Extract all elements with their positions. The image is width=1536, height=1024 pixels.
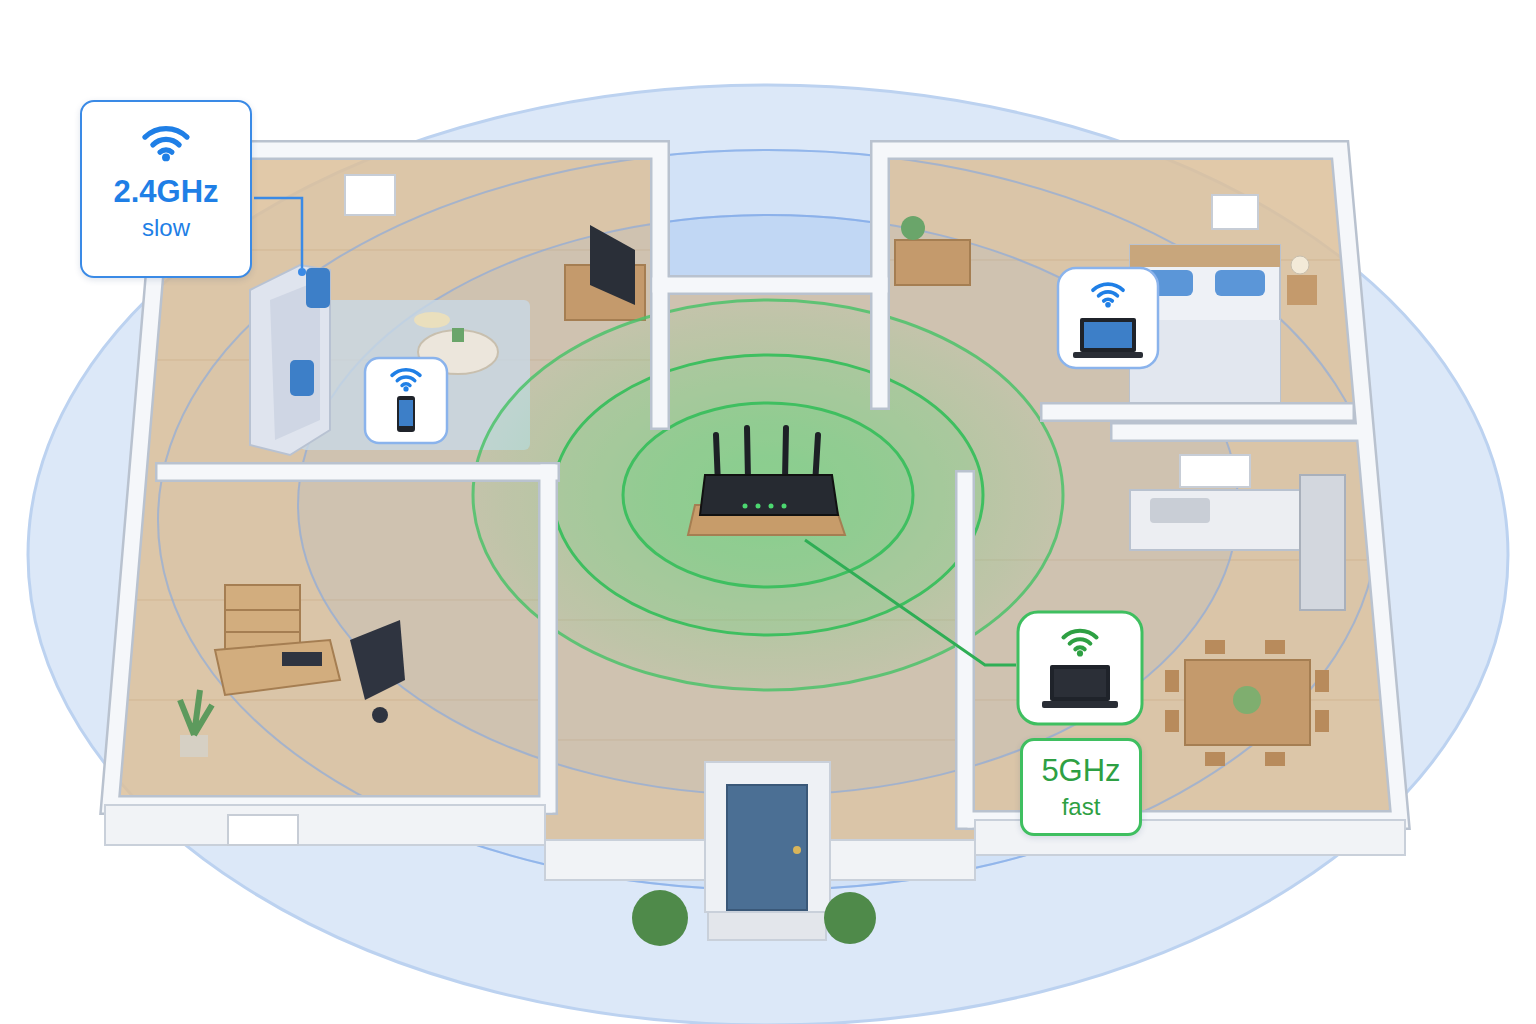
office (180, 585, 405, 757)
leader-line (254, 198, 302, 268)
leader-line (805, 540, 1016, 665)
laptop-bubble-5ghz (1018, 612, 1142, 724)
floor (110, 150, 1400, 840)
phone-bubble (365, 358, 447, 443)
walls (110, 150, 1400, 820)
band-label: 5GHz (1037, 753, 1125, 789)
wifi-icon (138, 120, 194, 162)
kitchen (1130, 455, 1345, 766)
speed-label: fast (1037, 793, 1125, 821)
callout-box-2-4ghz: 2.4GHz slow (80, 100, 252, 278)
callout-box-5ghz: 5GHz fast (1020, 738, 1142, 836)
front-walls (105, 762, 1405, 946)
band-label: 2.4GHz (96, 174, 236, 210)
coverage-2-4ghz (28, 85, 1508, 1024)
speed-label: slow (96, 214, 236, 242)
laptop-bubble (1058, 268, 1158, 368)
router (688, 428, 845, 535)
